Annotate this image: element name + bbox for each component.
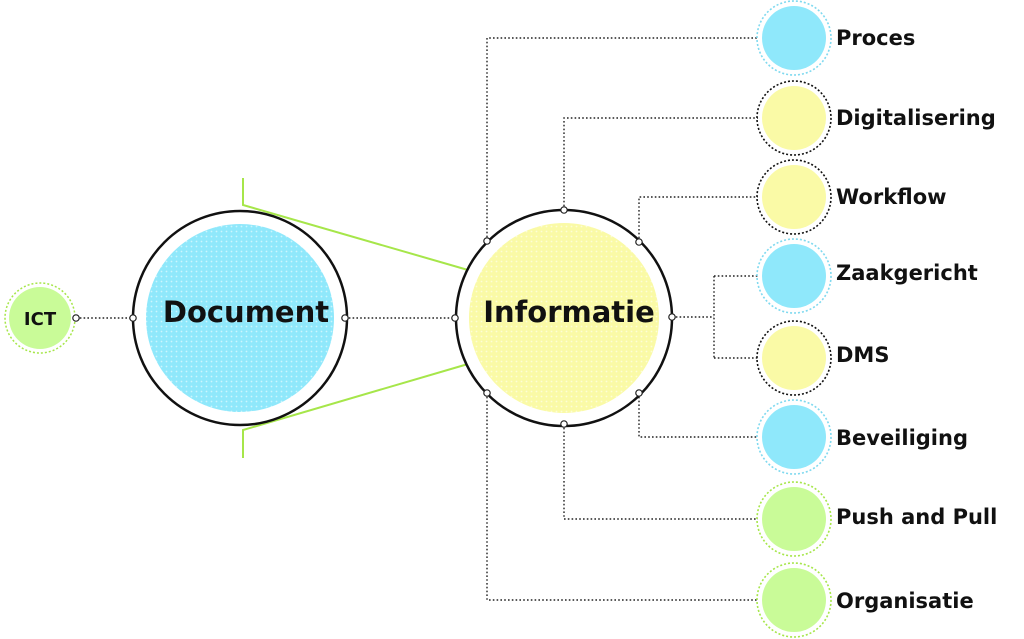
topic-label: Zaakgericht [836,261,978,285]
node-informatie-label: Informatie [483,295,655,329]
node-ict: ICT [4,282,76,354]
topic-node: Organisatie [756,562,974,638]
node-informatie: Informatie [454,208,674,428]
accent-line-bottom [242,363,469,458]
accent-line-top [242,178,469,271]
topic-list: Proces Digitalisering Workflow Zaakgeric… [756,0,997,638]
node-document-label: Document [163,295,329,329]
topic-label: Workflow [836,185,947,209]
topic-node: DMS [756,320,889,396]
topic-label: Proces [836,26,915,50]
connectors [76,37,758,601]
topic-node: Digitalisering [756,80,996,156]
topic-label: Digitalisering [836,106,996,130]
topic-label: Beveiliging [836,426,968,450]
topic-label: Push and Pull [836,505,997,529]
topic-node: Zaakgericht [756,238,978,314]
topic-label: DMS [836,343,889,367]
topic-label: Organisatie [836,589,974,613]
topic-node: Proces [756,0,915,76]
topic-node: Push and Pull [756,481,997,557]
node-document: Document [131,209,349,427]
node-ict-label: ICT [24,309,57,330]
topic-node: Beveiliging [756,399,968,475]
connection-dots [72,206,676,428]
topic-node: Workflow [756,159,947,235]
